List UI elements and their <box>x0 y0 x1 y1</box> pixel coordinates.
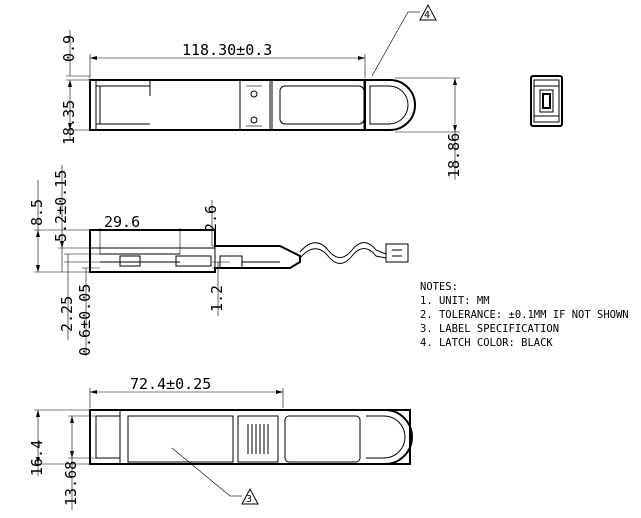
side-view-pull-tab <box>385 243 409 263</box>
top-view-latch <box>279 85 365 125</box>
note-3: 3. LABEL SPECIFICATION <box>420 323 559 335</box>
callout-4: 4 <box>424 10 430 21</box>
bottom-view-label-area <box>127 415 234 463</box>
side-view-overall-height: 8.5 <box>28 199 46 226</box>
top-view-offset: 0.9 <box>60 35 78 62</box>
bottom-view-inner-height: 13.68 <box>62 461 80 506</box>
side-view-label-length: 29.6 <box>104 213 140 231</box>
top-view-body <box>89 79 366 131</box>
bottom-view-body <box>89 409 411 465</box>
bottom-view-body-height: 16.4 <box>28 440 46 476</box>
side-view: 8.5 5.2±0.15 29.6 2.6 2.25 0.6±0.05 1.2 <box>28 165 409 356</box>
side-view-latch-height: 1.2 <box>208 285 226 312</box>
top-view-body-height: 18.35 <box>60 100 78 145</box>
notes-title: NOTES: <box>420 281 458 293</box>
side-view-step-height: 2.6 <box>202 205 220 232</box>
side-view-body-height: 5.2±0.15 <box>52 170 70 242</box>
note-1: 1. UNIT: MM <box>420 295 490 307</box>
notes-block: NOTES: 1. UNIT: MM 2. TOLERANCE: ±0.1MM … <box>420 281 629 349</box>
side-view-bottom-thickness: 0.6±0.05 <box>76 284 94 356</box>
top-view-length: 118.30±0.3 <box>182 41 272 59</box>
top-view: 118.30±0.3 0.9 18.35 18.86 4 <box>60 3 463 180</box>
note-2: 2. TOLERANCE: ±0.1MM IF NOT SHOWN <box>420 309 629 321</box>
note-4: 4. LATCH COLOR: BLACK <box>420 337 553 349</box>
side-view-latch <box>299 242 387 258</box>
side-view-body <box>89 229 301 273</box>
side-view-bottom-offset: 2.25 <box>58 296 76 332</box>
end-view-outline <box>530 75 563 127</box>
bottom-view-vent <box>237 415 279 463</box>
callout-3: 3 <box>246 494 252 505</box>
top-view-overall-height: 18.86 <box>445 133 463 178</box>
top-view-heatsink <box>239 79 271 131</box>
end-view <box>530 75 563 127</box>
bottom-view-length: 72.4±0.25 <box>130 375 211 393</box>
bottom-view: 72.4±0.25 16.4 13.68 3 <box>28 375 413 510</box>
